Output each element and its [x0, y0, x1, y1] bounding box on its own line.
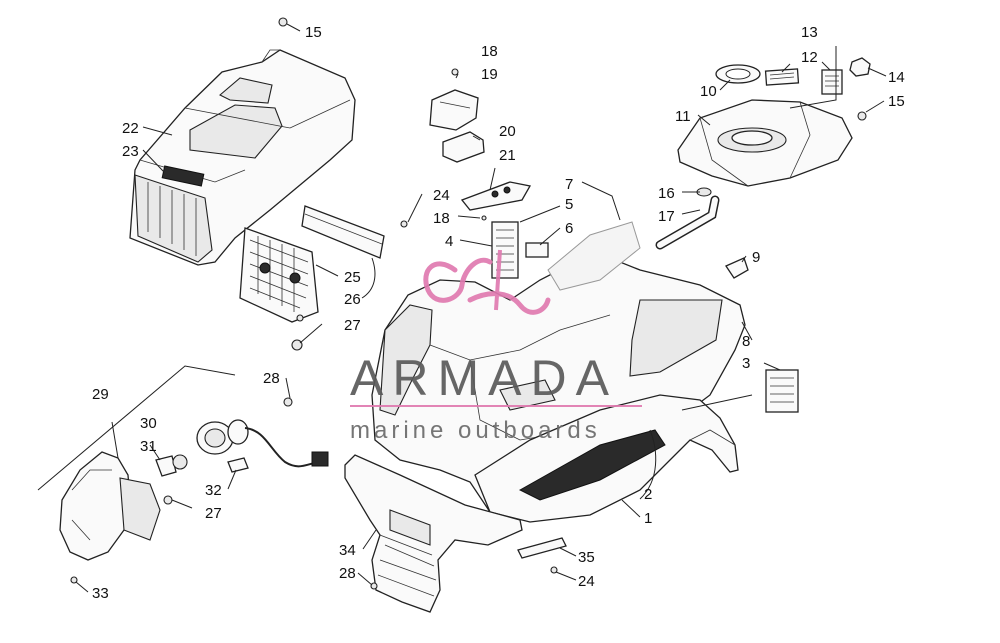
callout-15b: 15 [888, 93, 905, 110]
callout-34: 34 [339, 542, 356, 559]
callout-25: 25 [344, 269, 361, 286]
grille-part [239, 227, 319, 323]
callout-33: 33 [92, 585, 109, 602]
fuel-cap-gasket-part [715, 64, 761, 84]
headlight-bulb-part [155, 454, 188, 477]
callout-5: 5 [565, 196, 573, 213]
switch-housing-part [429, 68, 479, 131]
callout-7: 7 [565, 176, 573, 193]
front-bumper-part [344, 454, 523, 613]
callout-21: 21 [499, 147, 516, 164]
callout-24b: 24 [578, 573, 595, 590]
callout-19: 19 [481, 66, 498, 83]
leader-lines [37, 23, 887, 593]
watermark-brand: ARMADA [350, 350, 618, 406]
bracket-part [725, 257, 749, 279]
callout-12: 12 [801, 49, 818, 66]
callout-16: 16 [658, 185, 675, 202]
callout-18: 18 [481, 43, 498, 60]
watermark-tagline: marine outboards [350, 417, 601, 444]
bulb-socket-part [196, 419, 329, 473]
callout-6: 6 [565, 220, 573, 237]
callout-26: 26 [344, 291, 361, 308]
front-hood-part [129, 49, 356, 266]
nut-part [849, 57, 871, 77]
callout-17: 17 [658, 208, 675, 225]
rear-cover-part [677, 99, 853, 187]
callout-14: 14 [888, 69, 905, 86]
watermark-logo-mark [423, 249, 551, 315]
push-rivet-part [70, 215, 558, 590]
watermark: ARMADA marine outboards [350, 249, 642, 444]
callout-28b: 28 [339, 565, 356, 582]
warning-label-part [765, 369, 799, 413]
callout-27b: 27 [205, 505, 222, 522]
callout-23: 23 [122, 143, 139, 160]
callout-28: 28 [263, 370, 280, 387]
label-part [491, 221, 519, 279]
callout-18b: 18 [433, 210, 450, 227]
footrest-strap-part [517, 537, 567, 559]
callout-11: 11 [675, 108, 691, 125]
grille-cover-panel-part [301, 205, 385, 259]
gasket-part [460, 181, 532, 211]
callout-15: 15 [305, 24, 322, 41]
callout-10: 10 [700, 83, 717, 100]
switch-pad-part [442, 131, 485, 163]
callout-35: 35 [578, 549, 595, 566]
callout-4: 4 [445, 233, 453, 250]
headlight-housing-part [59, 451, 161, 561]
watermark-divider [350, 405, 642, 407]
small-label-part [525, 242, 549, 258]
callout-3: 3 [742, 355, 750, 372]
callout-27: 27 [344, 317, 361, 334]
callout-9: 9 [752, 249, 760, 266]
callout-8: 8 [742, 333, 750, 350]
callout-1: 1 [644, 510, 652, 527]
info-decal-part [821, 69, 843, 95]
callout-13: 13 [801, 24, 818, 41]
callout-2: 2 [644, 486, 652, 503]
callout-30: 30 [140, 415, 157, 432]
callout-31: 31 [140, 438, 157, 455]
callout-labels: 15 22 23 25 26 27 28 29 30 31 32 27 33 3… [92, 24, 905, 602]
side-fender-part [474, 394, 739, 523]
warning-decal-part [764, 68, 800, 86]
screw-part [278, 17, 867, 121]
front-body-part [371, 257, 746, 517]
callout-24: 24 [433, 187, 450, 204]
callout-22: 22 [122, 120, 139, 137]
tank-decal-part [547, 221, 641, 291]
callout-20: 20 [499, 123, 516, 140]
callout-29: 29 [92, 386, 109, 403]
callout-32: 32 [205, 482, 222, 499]
